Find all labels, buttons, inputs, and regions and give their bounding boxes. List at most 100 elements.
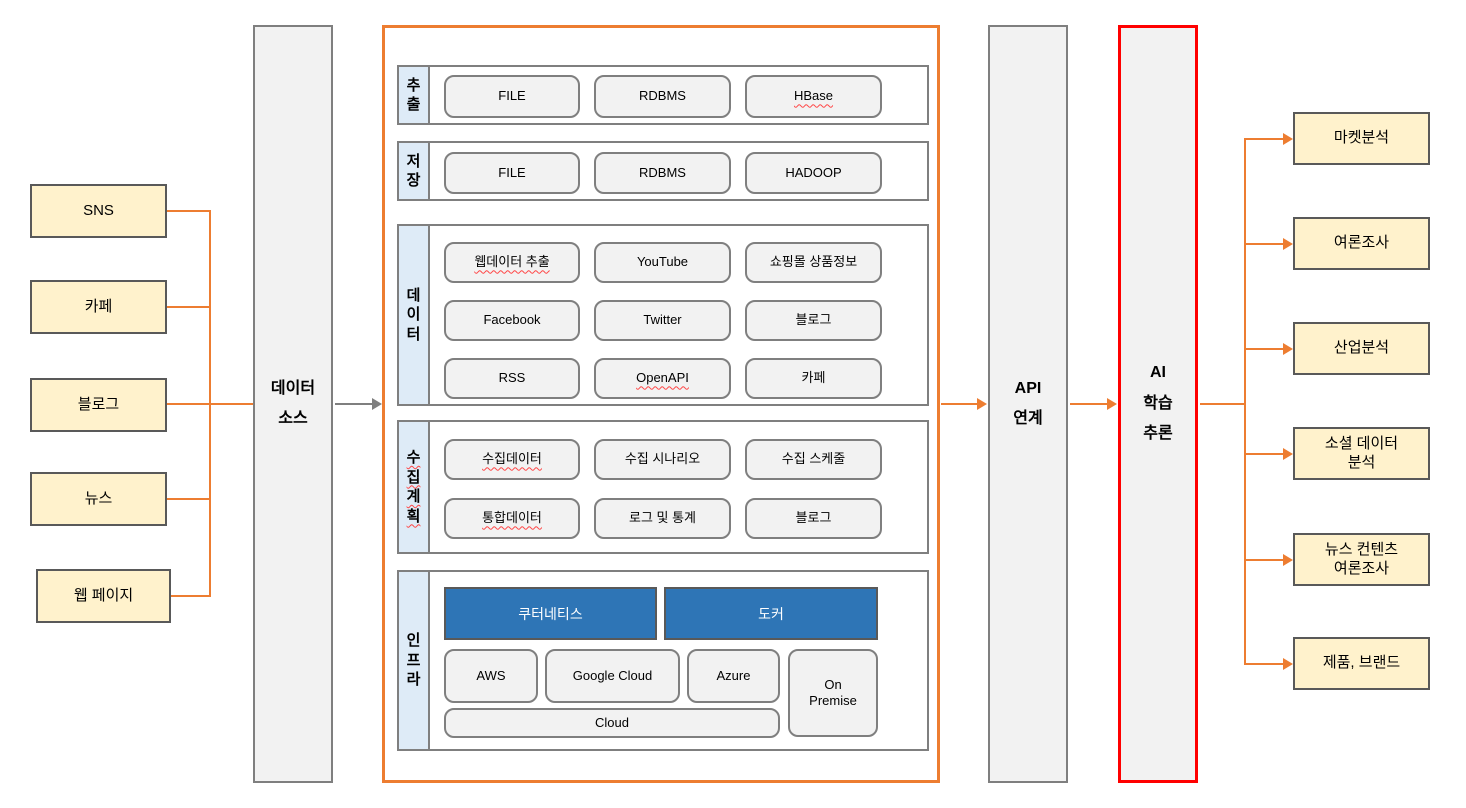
btn-infra-docker: 도커 — [664, 587, 878, 640]
branch-arrowhead-social — [1283, 448, 1293, 460]
node-cafe: 카페 — [30, 280, 167, 334]
btn-infra-cloud: Cloud — [444, 708, 780, 738]
row-infra: 인프라 쿠터네티스 도커 AWS Google Cloud Azure On P… — [397, 570, 929, 751]
row-data: 데이터 웹데이터 추출 YouTube 쇼핑몰 상품정보 Facebook Tw… — [397, 224, 929, 406]
news-content-line2: 여론조사 — [1333, 559, 1390, 577]
node-opinion-poll: 여론조사 — [1293, 217, 1430, 270]
btn-infra-kubernetes: 쿠터네티스 — [444, 587, 657, 640]
branch-line-product — [1246, 663, 1283, 665]
branch-arrowhead-industry — [1283, 343, 1293, 355]
btn-extract-rdbms: RDBMS — [594, 75, 731, 118]
branch-arrowhead-opinion — [1283, 238, 1293, 250]
btn-data-webextract: 웹데이터 추출 — [444, 242, 580, 283]
row-plan-label-text: 수집계획 — [406, 449, 421, 525]
api-link-label-line2: 연계 — [1013, 410, 1043, 427]
social-data-line2: 분석 — [1347, 453, 1376, 471]
btn-infra-google-cloud: Google Cloud — [545, 649, 680, 703]
btn-plan-blog: 블로그 — [745, 498, 882, 539]
btn-plan-integrated-data: 통합데이터 — [444, 498, 580, 539]
btn-plan-integrated-data-text: 통합데이터 — [482, 510, 542, 526]
branch-line-opinion — [1246, 243, 1283, 245]
row-data-label: 데이터 — [399, 226, 430, 404]
flow-line-api-ai — [1070, 403, 1108, 405]
ai-label-line3: 추론 — [1143, 425, 1173, 443]
node-blog: 블로그 — [30, 378, 167, 432]
flow-line-frame-api — [941, 403, 978, 405]
btn-plan-scenario: 수집 시나리오 — [594, 439, 731, 480]
btn-infra-aws: AWS — [444, 649, 538, 703]
ai-label-line2: 학습 — [1143, 394, 1173, 412]
btn-data-webextract-text: 웹데이터 추출 — [474, 254, 550, 270]
connector-sns — [167, 210, 210, 212]
btn-data-youtube: YouTube — [594, 242, 731, 283]
branch-line-news — [1246, 559, 1283, 561]
btn-extract-hbase: HBase — [745, 75, 882, 118]
node-data-source: 데이터 소스 — [253, 25, 333, 783]
btn-store-hadoop: HADOOP — [745, 152, 882, 194]
btn-data-facebook: Facebook — [444, 300, 580, 341]
btn-infra-azure: Azure — [687, 649, 780, 703]
btn-data-shopping: 쇼핑몰 상품정보 — [745, 242, 882, 283]
btn-data-openapi: OpenAPI — [594, 358, 731, 399]
data-source-label-line1: 데이터 — [270, 379, 316, 397]
btn-plan-log-stats: 로그 및 통계 — [594, 498, 731, 539]
branch-line-market — [1246, 138, 1283, 140]
btn-data-blog: 블로그 — [745, 300, 882, 341]
news-content-line1: 뉴스 컨텐츠 — [1324, 540, 1399, 558]
node-api-link: API 연계 — [988, 25, 1068, 783]
branch-arrowhead-market — [1283, 133, 1293, 145]
api-link-label-line1: API — [1014, 379, 1042, 397]
row-store-label-text: 저장 — [406, 152, 421, 190]
node-webpage: 웹 페이지 — [36, 569, 171, 623]
row-infra-label-text: 인프라 — [406, 632, 421, 689]
row-store: 저장 FILE RDBMS HADOOP — [397, 141, 929, 201]
branch-arrowhead-news — [1283, 554, 1293, 566]
flow-arrowhead-datasource-frame — [372, 398, 382, 410]
node-sns: SNS — [30, 184, 167, 238]
btn-data-rss: RSS — [444, 358, 580, 399]
flow-line-ai-trunk — [1200, 403, 1246, 405]
node-product-brand: 제품, 브랜드 — [1293, 637, 1430, 690]
connector-cafe — [167, 306, 210, 308]
node-industry-analysis: 산업분석 — [1293, 322, 1430, 375]
btn-data-openapi-text: OpenAPI — [636, 370, 689, 386]
btn-plan-collected-data-text: 수집데이터 — [482, 451, 542, 467]
ai-label-line1: AI — [1150, 364, 1166, 382]
node-news: 뉴스 — [30, 472, 167, 526]
flow-arrowhead-frame-api — [977, 398, 987, 410]
btn-plan-collected-data: 수집데이터 — [444, 439, 580, 480]
branch-arrowhead-product — [1283, 658, 1293, 670]
btn-store-rdbms: RDBMS — [594, 152, 731, 194]
connector-news — [167, 498, 210, 500]
row-data-label-text: 데이터 — [406, 286, 421, 343]
btn-plan-schedule: 수집 스케줄 — [745, 439, 882, 480]
btn-store-file: FILE — [444, 152, 580, 194]
btn-extract-file: FILE — [444, 75, 580, 118]
connector-webpage — [171, 595, 210, 597]
row-store-label: 저장 — [399, 143, 430, 199]
btn-infra-on-premise-text: On Premise — [809, 676, 857, 708]
branch-line-social — [1246, 453, 1283, 455]
node-news-content-poll: 뉴스 컨텐츠 여론조사 — [1293, 533, 1430, 586]
btn-data-twitter: Twitter — [594, 300, 731, 341]
node-social-data-analysis: 소셜 데이터 분석 — [1293, 427, 1430, 480]
connector-right-trunk — [1244, 138, 1246, 665]
node-ai-inference: AI 학습 추론 — [1118, 25, 1198, 783]
btn-data-cafe: 카페 — [745, 358, 882, 399]
row-infra-label: 인프라 — [399, 572, 430, 749]
row-extract-label: 추출 — [399, 67, 430, 123]
branch-line-industry — [1246, 348, 1283, 350]
row-plan: 수집계획 수집데이터 수집 시나리오 수집 스케줄 통합데이터 로그 및 통계 … — [397, 420, 929, 554]
row-extract: 추출 FILE RDBMS HBase — [397, 65, 929, 125]
btn-infra-on-premise: On Premise — [788, 649, 878, 737]
btn-extract-hbase-text: HBase — [793, 88, 834, 104]
collection-platform-frame: 추출 FILE RDBMS HBase 저장 FILE RDBMS HADOOP… — [382, 25, 940, 783]
flow-arrowhead-api-ai — [1107, 398, 1117, 410]
row-extract-label-text: 추출 — [406, 76, 421, 114]
node-market-analysis: 마켓분석 — [1293, 112, 1430, 165]
social-data-line1: 소셜 데이터 — [1324, 434, 1399, 452]
flow-line-datasource-frame — [335, 403, 373, 405]
row-plan-label: 수집계획 — [399, 422, 430, 552]
data-source-label-line2: 소스 — [278, 410, 308, 427]
